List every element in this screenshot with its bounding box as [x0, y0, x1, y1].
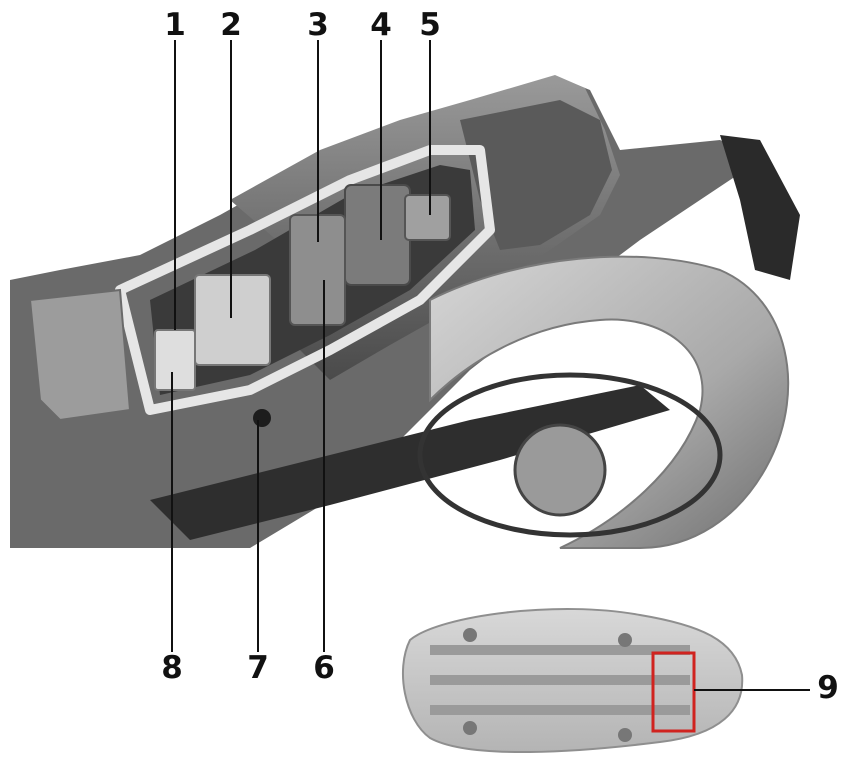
- callout-8: 8: [161, 650, 183, 686]
- callout-2: 2: [220, 7, 242, 43]
- brake-disc: [513, 423, 607, 517]
- callout-6: 6: [313, 650, 335, 686]
- swingarm: [150, 385, 670, 540]
- callout-5: 5: [419, 7, 441, 43]
- bolt: [253, 409, 271, 427]
- battery: [194, 274, 271, 366]
- seat-mount-1: [463, 628, 477, 642]
- seat-mount-2: [618, 633, 632, 647]
- rear-fender: [429, 255, 790, 549]
- fuse-box: [154, 329, 196, 391]
- rear-wheel: [417, 372, 723, 538]
- side-plate: [28, 288, 132, 422]
- seat-mount-4: [618, 728, 632, 742]
- subframe: [115, 145, 495, 415]
- motorcycle-rear-view: [10, 75, 800, 549]
- seat-mount-3: [463, 721, 477, 735]
- tail-cowl: [460, 100, 612, 250]
- electrical-module: [344, 184, 411, 286]
- callout-4: 4: [370, 7, 392, 43]
- highlight-box: [651, 651, 696, 733]
- relay-block: [404, 194, 451, 241]
- callout-9: 9: [817, 670, 839, 706]
- license-plate-holder: [720, 135, 800, 280]
- callout-1: 1: [164, 7, 186, 43]
- leader-lines: [171, 40, 810, 691]
- callout-7: 7: [247, 650, 269, 686]
- callout-3: 3: [307, 7, 329, 43]
- seat-underside: [402, 608, 744, 753]
